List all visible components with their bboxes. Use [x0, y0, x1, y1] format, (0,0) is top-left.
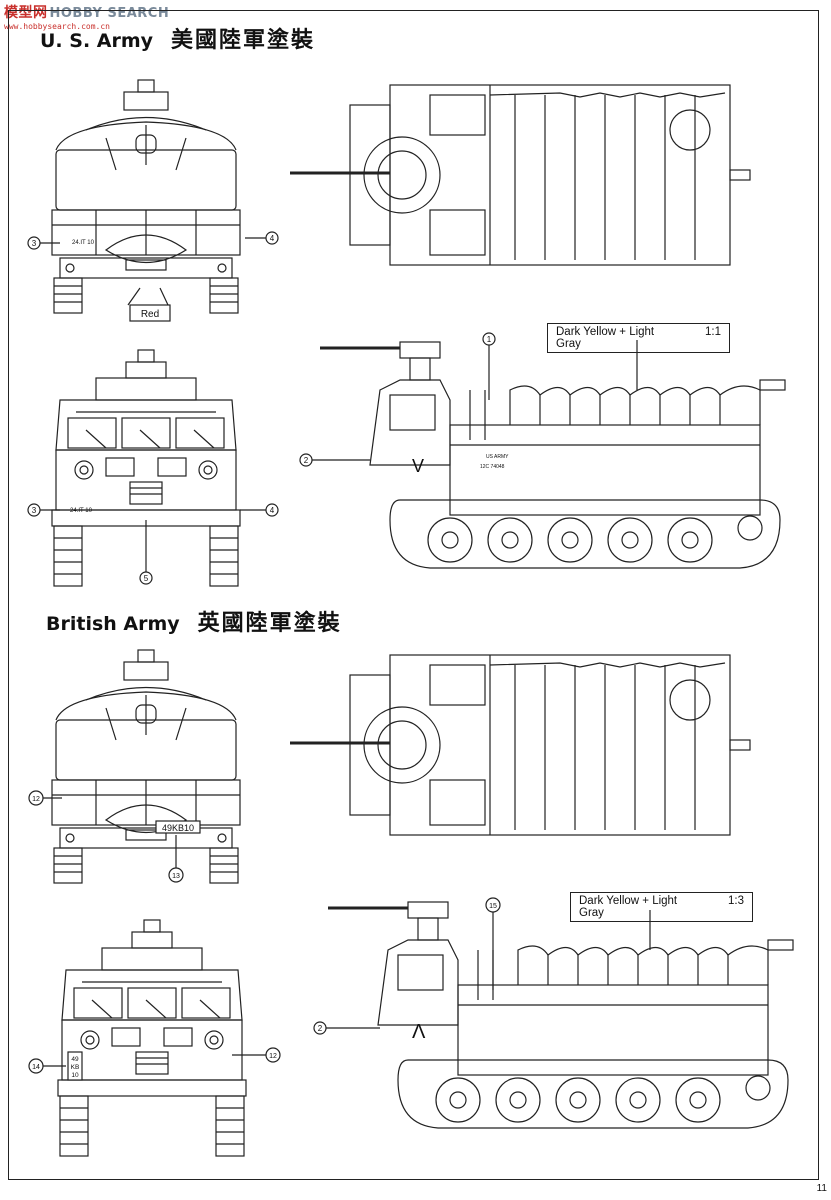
callout-3-front: 3 — [32, 506, 37, 515]
callout-4-front: 4 — [270, 506, 275, 515]
watermark-url: www.hobbysearch.com.cn — [4, 22, 110, 31]
callout-15: 15 — [489, 903, 497, 910]
us-army-heading: U. S. Army 美國陸軍塗裝 — [40, 22, 315, 54]
us-front-plate: 24.IT 10 — [70, 508, 93, 514]
callout-3: 3 — [32, 239, 37, 248]
red-color-box — [129, 304, 171, 322]
page-frame — [8, 10, 819, 1180]
us-rear-view — [51, 79, 241, 314]
british-army-heading: British Army 英國陸軍塗裝 — [46, 605, 342, 637]
us-army-title-zh: 美國陸軍塗裝 — [171, 28, 316, 53]
callout-2-british: 2 — [318, 1024, 323, 1033]
british-chevron-marking: Λ — [412, 1021, 426, 1043]
us-army-marking: US ARMY — [486, 454, 509, 460]
us-paint-ratio: 1:1 — [705, 326, 721, 338]
us-paint-scheme-label: Dark Yellow + Light Gray 1:1 — [547, 323, 730, 353]
british-front-plate-1: 49 — [71, 1056, 79, 1063]
callout-3-circle — [27, 236, 41, 250]
british-rear-view — [51, 649, 241, 884]
british-army-title: British Army — [46, 613, 180, 635]
callout-12-front: 12 — [269, 1053, 277, 1060]
british-front-plate-2: KB — [71, 1064, 80, 1071]
british-rear-plate: 49KB10 — [162, 823, 194, 833]
callout-5: 5 — [144, 574, 149, 583]
us-side-view — [318, 340, 787, 570]
british-paint-scheme-label: Dark Yellow + Light Gray 1:3 — [570, 892, 753, 922]
red-color-label: Red — [141, 309, 159, 320]
us-paint-text: Dark Yellow + Light Gray — [556, 326, 655, 350]
callout-1: 1 — [487, 335, 492, 344]
callout-13: 13 — [172, 873, 180, 880]
us-army-title: U. S. Army — [40, 30, 154, 52]
us-top-view — [288, 83, 752, 267]
british-paint-text: Dark Yellow + Light Gray — [579, 895, 678, 919]
us-chevron-marking: V — [412, 456, 424, 476]
british-top-view — [288, 653, 752, 837]
callout-14: 14 — [32, 1064, 40, 1071]
british-paint-ratio: 1:3 — [728, 895, 744, 907]
watermark-en: HOBBY SEARCH — [49, 6, 170, 21]
callout-4: 4 — [270, 234, 275, 243]
british-army-title-zh: 英國陸軍塗裝 — [197, 611, 342, 636]
british-front-view — [57, 919, 247, 1157]
page-number: 11 — [816, 1183, 827, 1194]
callout-12-rear: 12 — [32, 796, 40, 803]
us-rear-plate: 24.IT 10 — [72, 240, 95, 246]
us-serial-marking: 12C 74048 — [480, 464, 505, 470]
british-front-plate-3: 10 — [71, 1072, 79, 1079]
watermark-cn: 模型网 — [4, 5, 48, 21]
british-side-view — [326, 900, 795, 1130]
callout-2: 2 — [304, 456, 309, 465]
